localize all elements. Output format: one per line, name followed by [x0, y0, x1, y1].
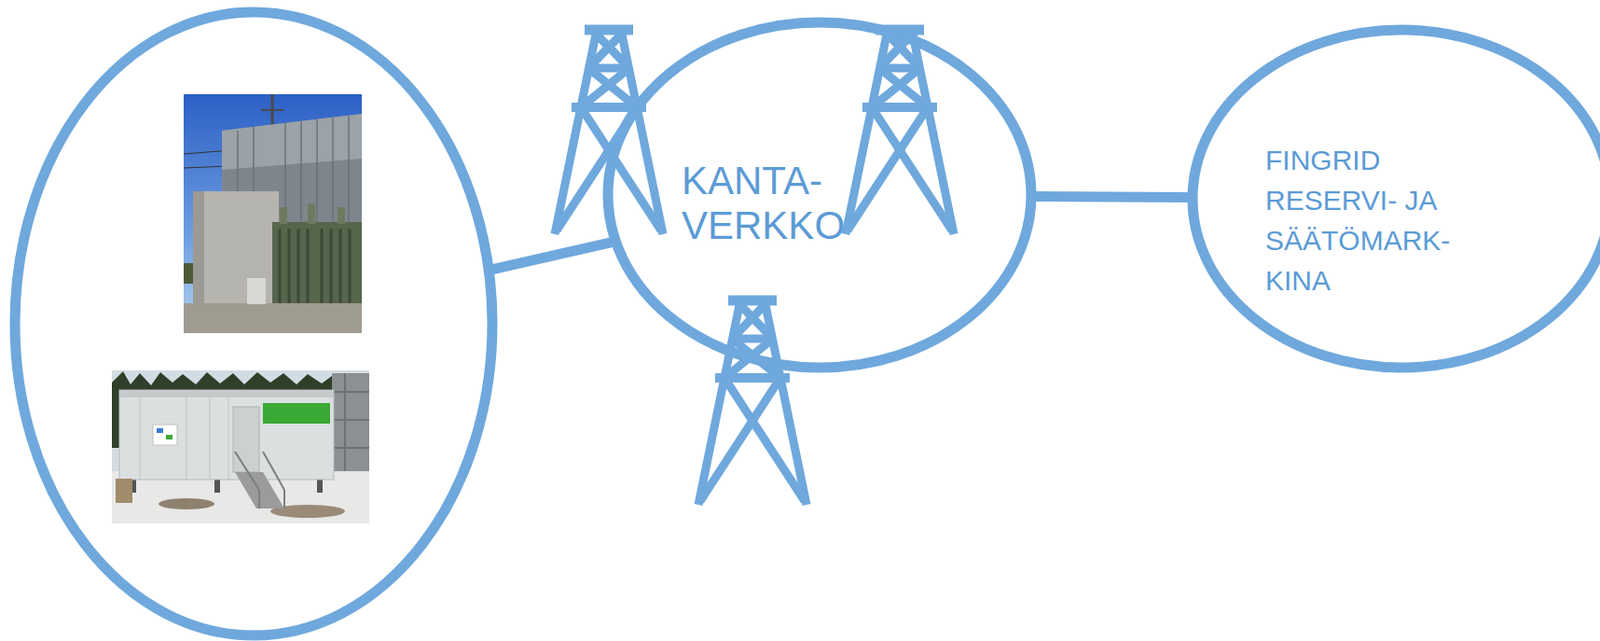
photo-building — [221, 113, 362, 285]
ellipse-outline — [607, 22, 1032, 368]
photo-building-ribs — [237, 115, 349, 285]
photo-steel-structure — [331, 372, 370, 478]
photo-wire — [183, 139, 362, 154]
photo-sign-mark — [156, 427, 164, 433]
photo-bushing — [279, 206, 288, 224]
ellipse-outline — [1192, 29, 1600, 368]
photo-bushing — [337, 206, 345, 224]
photo-transformer-fins — [279, 228, 350, 304]
photo-cabinet — [247, 277, 266, 304]
photo-railing — [234, 451, 285, 509]
photo-building-top — [221, 113, 362, 170]
photo-sky — [111, 370, 370, 524]
node-outline — [9, 6, 498, 641]
ellipse-node: FINGRID RESERVI- JA SÄÄTÖMARK- KINA — [1186, 24, 1600, 373]
photo-sign — [152, 424, 178, 445]
photo-wire — [183, 160, 362, 168]
transmission-tower — [698, 300, 807, 505]
photo-trees — [111, 371, 336, 448]
photo-bushing — [307, 203, 316, 224]
node-label: KANTA- VERKKO — [681, 158, 878, 249]
photo-sign-mark — [165, 434, 173, 440]
photo-transformer — [272, 221, 362, 308]
photo-door — [233, 406, 260, 472]
photo-container — [119, 389, 334, 480]
photo-ground — [183, 303, 362, 333]
photo-green-panel — [262, 402, 331, 424]
connector-line — [1031, 195, 1193, 197]
substation-photo — [183, 94, 362, 333]
photo-container-rim — [119, 389, 334, 398]
photo-barrel — [115, 478, 133, 503]
connector-line — [488, 241, 616, 271]
ellipse-node: KANTA- VERKKO — [602, 16, 1037, 373]
photo-pole-arm — [261, 109, 284, 111]
photo-pole — [271, 94, 275, 220]
photo-dirt — [158, 497, 215, 510]
battery-photo — [111, 370, 370, 524]
photo-wall-side — [193, 191, 205, 308]
photo-leg — [214, 477, 221, 493]
photo-leg — [317, 477, 323, 493]
photo-trees — [183, 262, 226, 284]
photo-dirt — [270, 504, 345, 518]
photo-sky — [183, 94, 362, 333]
photo-container-panels — [139, 397, 229, 480]
ellipse-node — [9, 6, 498, 641]
photo-leg — [130, 477, 137, 493]
photo-concrete-wall — [193, 191, 279, 308]
transmission-tower — [554, 29, 663, 235]
ellipse-outline — [14, 12, 493, 635]
transmission-tower — [845, 29, 954, 235]
photo-snow — [111, 470, 370, 524]
node-label: FINGRID RESERVI- JA SÄÄTÖMARK- KINA — [1265, 139, 1480, 301]
photo-stairs — [234, 471, 285, 509]
photo-steel-lines — [331, 372, 370, 478]
